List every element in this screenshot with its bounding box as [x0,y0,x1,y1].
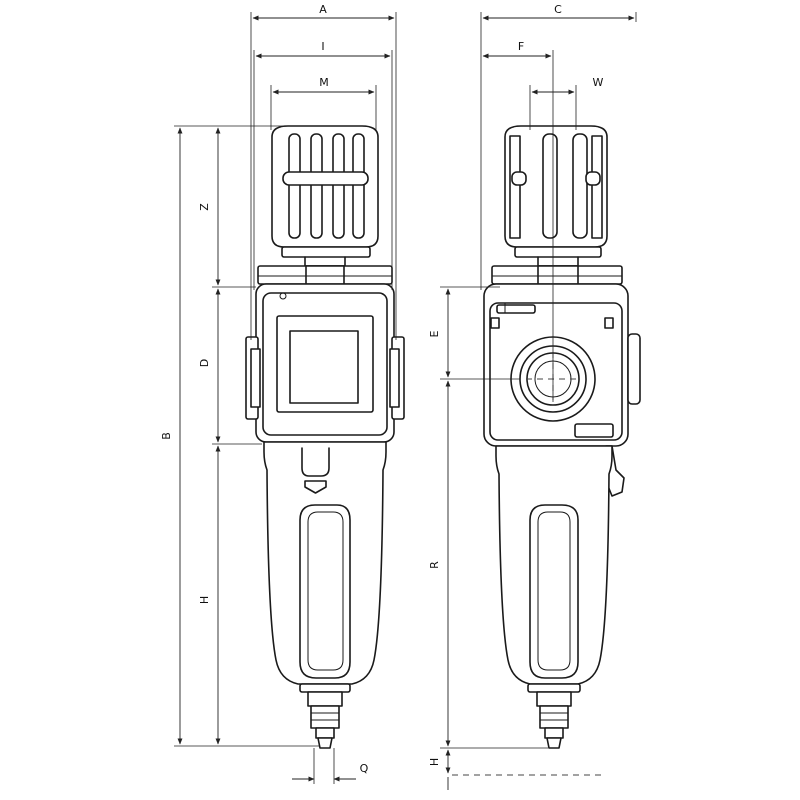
label-c: C [554,3,562,16]
label-w: W [593,76,604,89]
label-q: Q [360,762,369,775]
side-body [483,283,641,497]
dimensions [174,12,637,790]
side-knob [504,125,608,267]
chevron-down-icon [304,480,327,494]
label-e: E [428,330,441,337]
label-i: I [321,40,324,53]
front-bowl [263,441,387,685]
label-a: A [319,3,327,16]
side-collar [491,265,623,285]
label-b: B [160,432,173,440]
label-d: D [198,359,211,367]
label-m: M [319,76,329,89]
side-drain [527,683,581,749]
label-r: R [428,561,441,569]
label-h-front: H [198,596,211,604]
front-knob [271,125,379,267]
front-body [245,283,405,443]
side-bowl [495,445,613,685]
label-z: Z [198,203,211,211]
label-f: F [518,40,524,53]
dimension-labels: A I M C F W B Z D H E R H Q [160,3,604,775]
front-drain [299,683,351,749]
label-h-side: H [428,758,441,766]
front-view [245,125,405,749]
side-view [452,125,641,776]
front-collar [257,265,393,285]
